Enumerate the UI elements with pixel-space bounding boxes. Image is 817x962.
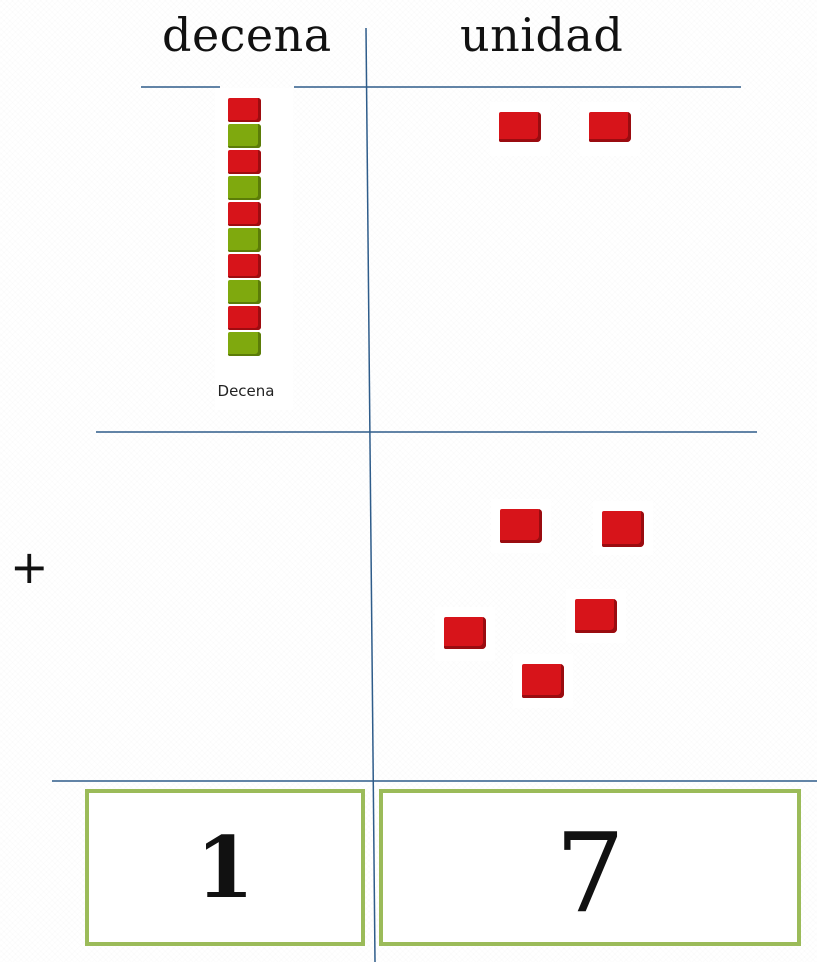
tens-rod-cube xyxy=(228,332,261,356)
result-units-box: 7 xyxy=(379,789,801,946)
tens-rod-cube xyxy=(228,124,261,148)
result-tens-digit: 1 xyxy=(196,818,254,917)
header-decena: decena xyxy=(162,8,332,62)
tens-rod-cube xyxy=(228,176,261,200)
tens-rod-cube xyxy=(228,228,261,252)
tens-rod-cube xyxy=(228,280,261,304)
unit-cube xyxy=(490,102,550,156)
tens-rod-cube xyxy=(228,306,261,330)
unit-cube xyxy=(491,499,551,553)
tens-rod-cube xyxy=(228,202,261,226)
tens-rod-cube xyxy=(228,98,261,122)
unit-cube xyxy=(580,102,640,156)
unit-cube xyxy=(593,501,653,555)
header-unidad: unidad xyxy=(460,8,623,62)
unit-cube xyxy=(513,654,573,708)
unit-cube xyxy=(566,589,626,643)
column-divider xyxy=(366,28,375,962)
tens-rod-cube xyxy=(228,150,261,174)
unit-cube xyxy=(435,607,495,661)
result-units-digit: 7 xyxy=(555,809,625,937)
tens-rod-cube xyxy=(228,254,261,278)
tens-rod: Decena xyxy=(215,88,293,410)
plus-sign: + xyxy=(10,540,49,594)
result-tens-box: 1 xyxy=(85,789,365,946)
tens-rod-label: Decena xyxy=(215,382,277,400)
